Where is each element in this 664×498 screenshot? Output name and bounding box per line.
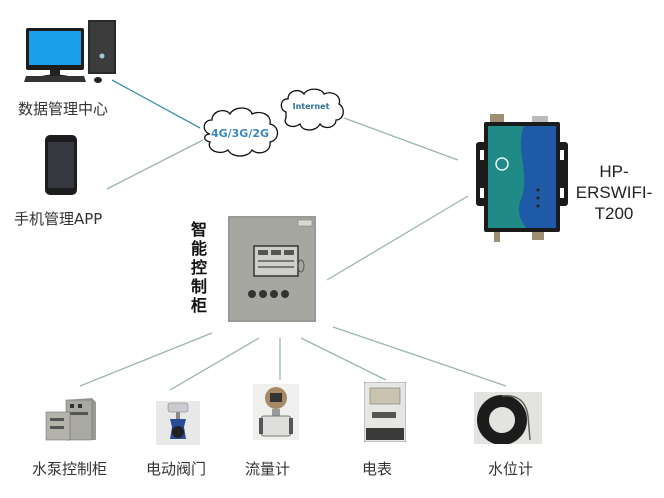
electric-meter-label: 电表	[362, 460, 393, 478]
link-controller-meter	[300, 337, 387, 381]
title-char: 能	[190, 239, 207, 258]
title-char: 制	[190, 277, 207, 296]
link-datacenter-cellular	[111, 79, 201, 129]
water-level-sensor-icon	[474, 392, 542, 445]
electric-valve-icon	[156, 401, 200, 445]
internet-label: Internet	[293, 102, 330, 111]
control-cabinet-icon	[228, 216, 316, 322]
link-controller-pump	[79, 332, 213, 387]
water-level-sensor-label: 水位计	[488, 460, 534, 478]
pump-control-cabinet-icon	[44, 396, 100, 442]
title-char: 柜	[190, 296, 207, 315]
internet-cloud: Internet	[278, 86, 346, 134]
title-char: 控	[190, 258, 207, 277]
link-controller-gateway	[326, 195, 469, 281]
gateway-label-line: T200	[594, 204, 634, 223]
cloud-icon	[280, 88, 344, 131]
mobile-app-label: 手机管理APP	[14, 210, 103, 228]
title-char: 智	[190, 220, 207, 239]
electric-valve-label: 电动阀门	[146, 460, 207, 478]
controller-title: 智 能 控 制 柜	[190, 220, 208, 315]
gateway-label: HP- ERSWIFI- T200	[572, 161, 656, 224]
link-app-cellular	[106, 139, 204, 190]
desktop-computer-icon	[24, 18, 124, 84]
data-center-label: 数据管理中心	[18, 100, 109, 118]
link-controller-valve	[169, 337, 260, 391]
electric-meter-icon	[363, 381, 407, 443]
flow-meter-label: 流量计	[245, 460, 291, 478]
smartphone-icon	[44, 134, 78, 196]
gateway-label-line: HP-	[599, 162, 629, 181]
cloud-icon	[203, 107, 279, 157]
link-internet-gateway	[343, 117, 459, 161]
industrial-router-icon	[474, 112, 570, 244]
cellular-label: 4G/3G/2G	[211, 127, 269, 140]
link-controller-waterlevel	[332, 326, 507, 387]
pump-control-cabinet-label: 水泵控制柜	[32, 460, 108, 478]
gateway-label-line: ERSWIFI-	[575, 183, 653, 202]
cellular-cloud: 4G/3G/2G	[200, 104, 280, 162]
flow-meter-icon	[253, 384, 299, 440]
